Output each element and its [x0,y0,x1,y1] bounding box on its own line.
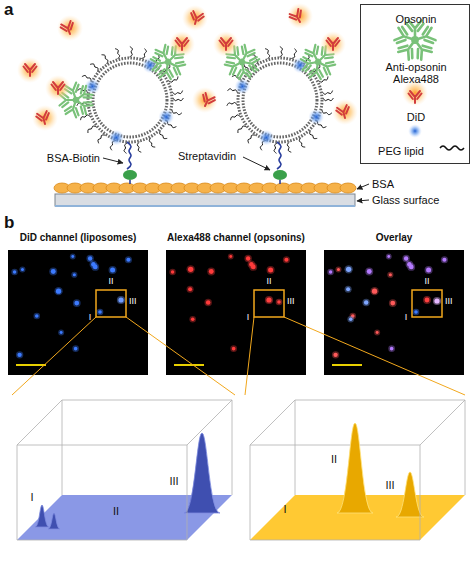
panel-title: Alexa488 channel (opsonins) [165,232,307,244]
glass-surface [55,194,355,206]
panel-title: Overlay [374,232,415,244]
part-label: Streptavidin [178,150,236,162]
region-label: III [169,475,178,487]
legend-icons [394,21,464,151]
panel-title: DiD channel (liposomes) [18,232,139,244]
micrographs [8,250,464,375]
zoom-lines [12,317,465,395]
part-label: BSA [372,178,394,190]
micrograph-panel: Alexa488 channel (opsonins) [165,232,307,375]
micrograph-panel: DiD channel (liposomes) [18,232,139,375]
leader-lines [103,157,369,201]
part-label: BSA-Biotin [47,152,100,164]
region-label: II [331,453,337,465]
panel-letter: a [4,1,13,20]
intensity-plots [17,400,465,540]
region-label: II [108,277,113,287]
region-label: III [129,297,137,307]
panel-letter: b [4,214,14,233]
region-label: II [113,505,119,517]
legend-text: Opsonin [364,13,468,25]
region-label: I [283,503,286,515]
part-label: Glass surface [372,194,439,206]
region-label: I [405,313,408,323]
region-label: II [266,277,271,287]
region-label: I [247,313,250,323]
bsa-layer [54,183,356,193]
legend-text: PEG lipid [369,145,433,157]
micrograph-panel: Overlay [374,232,415,375]
region-label: I [30,491,33,503]
legend-box: OpsoninAnti-opsonin Alexa488DiD PEG lipid [360,4,470,164]
region-label: II [424,277,429,287]
region-label: I [89,313,92,323]
region-label: III [287,297,295,307]
liposome-illustration [17,3,358,184]
region-label: III [445,297,453,307]
region-label: III [385,479,394,491]
legend-text: DiD [364,111,468,123]
legend-text: Anti-opsonin Alexa488 [364,61,468,85]
